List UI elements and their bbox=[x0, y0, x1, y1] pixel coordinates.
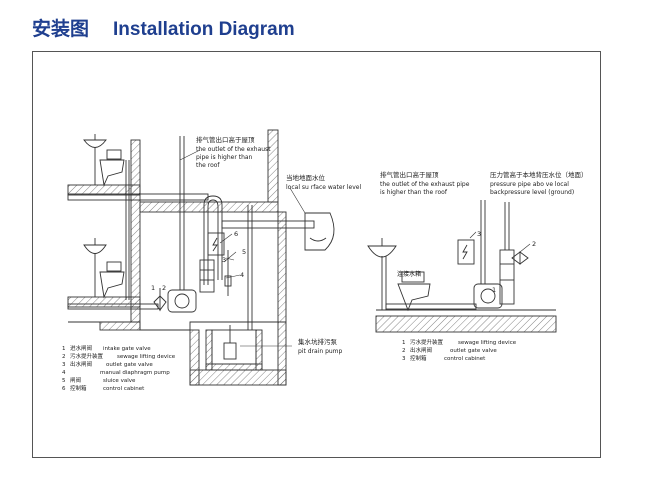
left-exhaust-en-2: pipe is higher than bbox=[196, 154, 253, 161]
right-pressure-cn: 压力管高于本地背压水位（地面） bbox=[490, 170, 588, 179]
left-pumping bbox=[153, 136, 335, 330]
right-legend-en-2: outlet gate valve bbox=[450, 348, 497, 354]
right-legend-cn-2: 出水闸阀 bbox=[410, 346, 432, 354]
right-callouts: 排气管出口高于屋顶 the outlet of the exhaust pipe… bbox=[380, 170, 588, 278]
left-building bbox=[67, 129, 287, 386]
title-english: Installation Diagram bbox=[113, 19, 295, 40]
left-legend-en-6: control cabinet bbox=[103, 386, 145, 392]
left-legend-cn-2: 污水提升装置 bbox=[70, 352, 104, 360]
left-legend-num-3: 3 bbox=[62, 362, 66, 368]
left-marker-3: 3 bbox=[222, 256, 226, 264]
left-legend-num-1: 1 bbox=[62, 346, 66, 352]
right-exhaust-cn: 排气管出口高于屋顶 bbox=[380, 170, 439, 179]
left-marker-6: 6 bbox=[234, 230, 238, 238]
right-legend-cn-1: 污水提升装置 bbox=[410, 338, 444, 346]
left-marker-4: 4 bbox=[240, 271, 244, 279]
right-fixtures bbox=[367, 200, 529, 312]
right-structure bbox=[375, 309, 557, 333]
left-leader-lines bbox=[179, 149, 306, 347]
left-legend-en-1: intake gate valve bbox=[103, 346, 151, 352]
left-marker-5: 5 bbox=[242, 248, 246, 256]
diagram-frame bbox=[32, 51, 601, 458]
left-callouts: 排气管出口高于屋顶 the outlet of the exhaust pipe… bbox=[196, 135, 361, 355]
left-pit-cn: 集水坑排污泵 bbox=[298, 337, 338, 346]
right-leader-lines bbox=[469, 231, 531, 253]
left-legend-num-4: 4 bbox=[62, 370, 66, 376]
left-legend-cn-6: 控制箱 bbox=[70, 384, 87, 392]
right-exhaust-en-2: is higher than the roof bbox=[380, 189, 448, 196]
left-exhaust-cn: 排气管出口高于屋顶 bbox=[196, 135, 255, 144]
right-pressure-en-1: pressure pipe abo ve local bbox=[490, 181, 569, 188]
right-toilet-cn: 连接水箱 bbox=[397, 270, 421, 278]
right-legend-num-2: 2 bbox=[402, 348, 406, 354]
right-pressure-en-2: backpressure level (ground) bbox=[490, 189, 574, 196]
left-legend: 1 进水闸阀 intake gate valve 2 污水提升装置 sewage… bbox=[62, 344, 176, 392]
left-level-en: local su rface water level bbox=[286, 184, 361, 191]
left-exhaust-en-3: the roof bbox=[196, 162, 220, 169]
left-marker-2: 2 bbox=[162, 284, 166, 292]
left-pit-en: pit drain pump bbox=[298, 348, 343, 355]
right-legend-en-1: sewage lifting device bbox=[458, 340, 517, 346]
left-markers: 1 2 3 4 5 6 bbox=[151, 230, 246, 292]
left-legend-num-5: 5 bbox=[62, 378, 66, 384]
left-legend-num-6: 6 bbox=[62, 386, 66, 392]
right-marker-1: 1 bbox=[492, 286, 496, 294]
left-exhaust-en-1: the outlet of the exhaust bbox=[196, 146, 271, 153]
right-legend-cn-3: 控制箱 bbox=[410, 354, 427, 362]
left-legend-cn-1: 进水闸阀 bbox=[70, 344, 92, 352]
left-legend-en-2: sewage lifting device bbox=[117, 354, 176, 360]
left-legend-cn-3: 出水闸阀 bbox=[70, 360, 92, 368]
left-legend-num-2: 2 bbox=[62, 354, 66, 360]
title-chinese: 安装图 bbox=[32, 18, 90, 40]
right-marker-3: 3 bbox=[477, 230, 481, 238]
right-legend-num-1: 1 bbox=[402, 340, 406, 346]
left-fixtures bbox=[67, 134, 209, 310]
header: 安装图 Installation Diagram bbox=[32, 14, 295, 42]
right-markers: 1 2 3 bbox=[477, 230, 536, 294]
right-marker-2: 2 bbox=[532, 240, 536, 248]
left-legend-en-5: sluice valve bbox=[103, 378, 136, 384]
right-legend: 1 污水提升装置 sewage lifting device 2 出水闸阀 ou… bbox=[402, 338, 517, 362]
left-marker-1: 1 bbox=[151, 284, 155, 292]
left-legend-cn-5: 闸阀 bbox=[70, 376, 81, 384]
right-legend-num-3: 3 bbox=[402, 356, 406, 362]
left-legend-en-4: manual diaphragm pump bbox=[100, 370, 170, 376]
left-level-cn: 当地地面水位 bbox=[286, 173, 326, 182]
left-legend-en-3: outlet gate valve bbox=[106, 362, 153, 368]
right-exhaust-en-1: the outlet of the exhaust pipe bbox=[380, 181, 470, 188]
right-legend-en-3: control cabinet bbox=[444, 356, 486, 362]
